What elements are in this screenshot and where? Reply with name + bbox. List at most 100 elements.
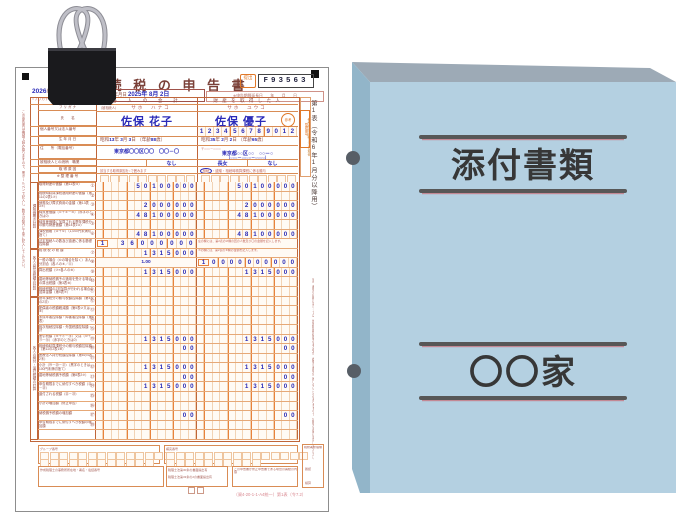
digit-cell [227, 325, 236, 334]
digit-cell: 0 [189, 248, 197, 258]
digit-cell: 0 [282, 363, 290, 372]
row-badge: ⑤ [90, 221, 95, 227]
digit-cell [273, 344, 283, 353]
digit-cell: 0 [172, 382, 182, 392]
digit-cell: 5 [267, 334, 274, 344]
money-row-label: 債務及び葬式費用の金額（第13表3⑦）③ [39, 201, 96, 210]
digit-cell [204, 229, 213, 239]
digit-cell: 0 [254, 258, 263, 267]
deceased-address: 東京都〇〇区〇〇 〇〇－〇 [113, 149, 179, 155]
digit-cell: 0 [290, 182, 298, 191]
digit-cell [227, 229, 236, 239]
digit-cell [197, 201, 205, 210]
digit-cell [227, 420, 236, 430]
row-badge: ③ [90, 202, 95, 208]
digit-cell: 5 [166, 267, 173, 277]
digit-cell [204, 325, 213, 334]
digit-cell [250, 191, 260, 201]
digit-cell: 1 [158, 267, 166, 277]
digit-cell [166, 392, 173, 401]
law-documents-box: 税理士法第30条の書面提出有 税理士法第33条の2の書面提出有 [166, 466, 228, 494]
digit-cell [213, 392, 221, 401]
digit-cell: 0 [181, 344, 189, 353]
deceased-birthdate: 昭和13年 3月 3日 （年齢88歳） [100, 137, 166, 142]
office-cell [280, 452, 289, 460]
digit-cell [126, 382, 135, 392]
furigana-deceased: サホ ハナコ [131, 105, 171, 110]
digit-cell [213, 315, 221, 325]
digit-cell [135, 363, 143, 372]
office-box-label: 税務署整理欄 [304, 446, 323, 449]
digit-cell [189, 325, 197, 334]
digit-cell [267, 420, 274, 430]
digit-cell [227, 353, 236, 363]
digit-cell [197, 420, 205, 430]
digit-cell [172, 296, 182, 306]
digit-cell [259, 430, 267, 439]
digit-cell [259, 277, 267, 287]
digit-cell [119, 353, 127, 363]
digit-cell [142, 287, 150, 296]
digit-cell [243, 220, 251, 229]
digit-cell [189, 277, 197, 287]
digit-cell [197, 315, 205, 325]
digit-cell [142, 372, 150, 382]
digit-cell [96, 267, 104, 277]
divider [146, 159, 147, 166]
digit-cell [290, 277, 298, 287]
digit-cell: 0 [267, 201, 274, 210]
group-label: 各人の算出税額の計算 [30, 248, 38, 297]
digit-cell [142, 277, 150, 287]
attachment-folder: 添付書類 〇〇家 [346, 62, 676, 493]
digit-cell [158, 411, 166, 420]
digit-cell: 0 [158, 229, 166, 239]
group-label: 各人の納付・還付税額の計算 [30, 296, 38, 440]
digit-cell: 0 [270, 258, 281, 267]
digit-cell [119, 382, 127, 392]
digit-cell [189, 420, 197, 430]
digit-cell [126, 353, 135, 363]
digit-cell: 0 [282, 267, 290, 277]
digit-cell: 2 [289, 127, 297, 136]
digit-cell [236, 306, 244, 315]
digit-cell: 0 [273, 382, 283, 392]
digit-cell [227, 182, 236, 191]
digit-cell [135, 382, 143, 392]
amount-cell-right: ⑦の欄には、第2表の⑧欄の金額を記入します。 [197, 248, 298, 258]
digit-cell [189, 430, 197, 439]
digit-cell [119, 248, 127, 258]
digit-cell [250, 392, 260, 401]
digit-cell [119, 306, 127, 315]
divider [30, 104, 298, 105]
digit-cell: 5 [267, 267, 274, 277]
digit-cell [204, 401, 213, 411]
digit-cell [213, 287, 221, 296]
digit-cell [135, 334, 143, 344]
digit-cell [126, 248, 135, 258]
clip-wire-right [74, 7, 107, 53]
digit-cell [220, 267, 228, 277]
digit-cell [135, 277, 143, 287]
digit-cell: 3 [250, 382, 260, 392]
digit-cell [282, 296, 290, 306]
money-row-label: 純資産価額に加算される暦年課税分の贈与財産価額（第14表1④）⑤ [39, 220, 96, 229]
digit-cell [243, 296, 251, 306]
digit-cell [290, 306, 298, 315]
row-badge: ⑥ [90, 230, 95, 236]
row-badge: ⑦ [90, 249, 95, 255]
money-row-label: 小計（⑲－⑳－㉑）（黒字のときは100円未満切捨て）㉒ [39, 363, 96, 372]
digit-cell [189, 353, 197, 363]
digit-cell: 7 [247, 127, 256, 136]
row-badge: ② [90, 192, 95, 198]
correction-label: この申告書が修正申告書である場合の異動の内容 [234, 468, 297, 475]
digit-cell [103, 182, 112, 191]
digit-cell [166, 315, 173, 325]
digit-cell: 0 [189, 382, 197, 392]
digit-cell [227, 277, 236, 287]
digit-cell: 1 [243, 382, 251, 392]
